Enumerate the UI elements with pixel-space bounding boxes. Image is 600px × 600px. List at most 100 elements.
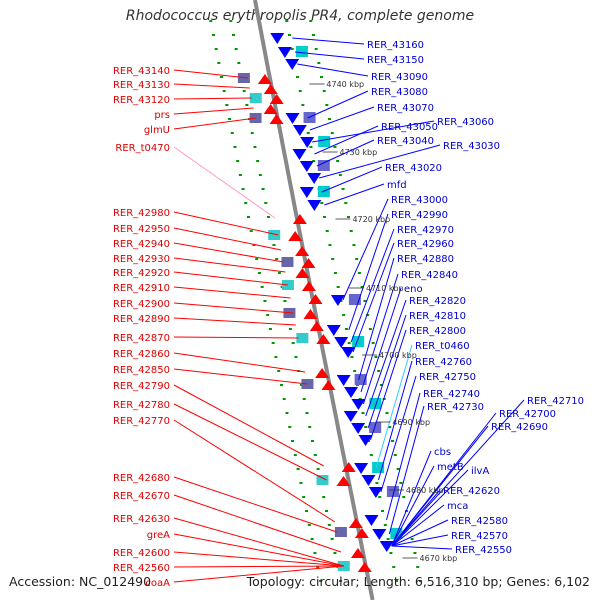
track-dot: [379, 384, 383, 386]
track-dot: [277, 272, 281, 274]
left-connector: [173, 97, 252, 100]
track-dot: [350, 356, 354, 358]
gene-block: [268, 230, 281, 240]
left-gene-label: RER_42790: [113, 381, 170, 392]
track-dot: [333, 146, 337, 148]
left-gene-label: RER_42950: [113, 224, 170, 235]
left-connector: [173, 551, 344, 567]
gene-block: [386, 486, 399, 497]
track-dot: [339, 580, 343, 582]
right-gene-label: RER_42800: [409, 326, 466, 337]
track-dot: [320, 202, 324, 204]
gene-block: [334, 527, 347, 537]
track-dot: [386, 538, 390, 540]
track-dot: [416, 566, 420, 568]
left-connector: [173, 533, 344, 567]
left-connector: [173, 286, 291, 299]
reverse-gene-arrow: [358, 435, 373, 446]
reverse-gene-arrow: [270, 33, 285, 44]
track-dot: [381, 510, 385, 512]
track-dot: [231, 34, 235, 36]
right-connector: [391, 425, 489, 547]
track-dot: [344, 328, 348, 330]
track-dot: [353, 370, 357, 372]
track-dot: [338, 174, 342, 176]
left-gene-label: RER_42860: [113, 349, 170, 360]
track-dot: [301, 104, 305, 106]
forward-gene-arrow: [263, 104, 278, 114]
track-dot: [347, 216, 351, 218]
track-dot: [225, 104, 229, 106]
reverse-gene-arrow: [300, 137, 315, 148]
left-gene-label: RER_42920: [113, 268, 170, 279]
forward-gene-arrow: [350, 548, 365, 558]
track-dot: [298, 90, 302, 92]
track-dot: [307, 524, 311, 526]
left-connector: [173, 211, 279, 236]
kbp-tick-label: 4690 kbp: [392, 418, 430, 427]
track-dot: [328, 118, 332, 120]
track-dot: [341, 188, 345, 190]
reverse-gene-arrow: [285, 113, 300, 124]
right-gene-label: RER_43050: [381, 122, 438, 133]
right-connector: [307, 90, 369, 119]
kbp-tick-label: 4680 kbp: [406, 486, 444, 495]
kbp-tick-label: 4740 kbp: [326, 80, 364, 89]
track-dot: [241, 188, 245, 190]
right-gene-label: RER_42760: [415, 357, 472, 368]
left-gene-label: coaA: [145, 578, 170, 589]
track-dot: [330, 132, 334, 134]
reverse-gene-arrow: [379, 541, 394, 552]
right-gene-label: metB: [437, 462, 464, 473]
left-connector: [173, 517, 344, 567]
left-gene-label: greA: [147, 530, 170, 541]
left-connector: [173, 384, 324, 467]
forward-gene-arrow: [354, 528, 369, 538]
track-dot: [395, 580, 399, 582]
gene-block: [316, 475, 329, 485]
track-dot: [249, 230, 253, 232]
track-dot: [319, 580, 323, 582]
right-gene-label: RER_42970: [397, 225, 454, 236]
track-dot: [389, 552, 393, 554]
right-gene-label: RER_42730: [427, 402, 484, 413]
track-dot: [322, 496, 326, 498]
gene-block: [390, 528, 403, 539]
right-gene-label: RER_42810: [409, 311, 466, 322]
right-connector: [391, 519, 449, 547]
reverse-gene-arrow: [307, 173, 322, 184]
track-dot: [325, 104, 329, 106]
forward-gene-arrow: [303, 309, 318, 319]
left-gene-label: RER_42600: [113, 548, 170, 559]
forward-gene-arrow: [269, 114, 284, 124]
track-dot: [333, 272, 337, 274]
right-connector: [375, 344, 413, 469]
reverse-gene-arrow: [344, 387, 359, 398]
forward-gene-arrow: [295, 246, 310, 256]
left-connector: [173, 69, 248, 79]
left-connector: [173, 117, 256, 130]
gene-block: [318, 136, 331, 147]
right-connector: [391, 469, 469, 547]
reverse-gene-arrow: [354, 463, 369, 474]
right-connector: [386, 392, 421, 521]
track-dot: [217, 62, 221, 64]
accession-text: Accession: NC_012490: [9, 574, 152, 589]
track-dot: [331, 258, 335, 260]
track-dot: [257, 272, 261, 274]
left-gene-label: RER_42670: [113, 491, 170, 502]
left-connector: [173, 565, 344, 568]
left-gene-label: RER_42870: [113, 333, 170, 344]
right-connector: [391, 534, 449, 547]
left-connector: [173, 565, 344, 583]
track-dot: [419, 580, 423, 582]
reverse-gene-arrow: [343, 411, 358, 422]
track-dot: [288, 328, 292, 330]
right-gene-label: RER_42580: [451, 516, 508, 527]
track-dot: [360, 286, 364, 288]
track-dot: [261, 188, 265, 190]
right-connector: [352, 242, 395, 353]
right-gene-label: RER_42710: [527, 396, 584, 407]
forward-gene-arrow: [309, 321, 324, 331]
track-dot: [255, 258, 259, 260]
